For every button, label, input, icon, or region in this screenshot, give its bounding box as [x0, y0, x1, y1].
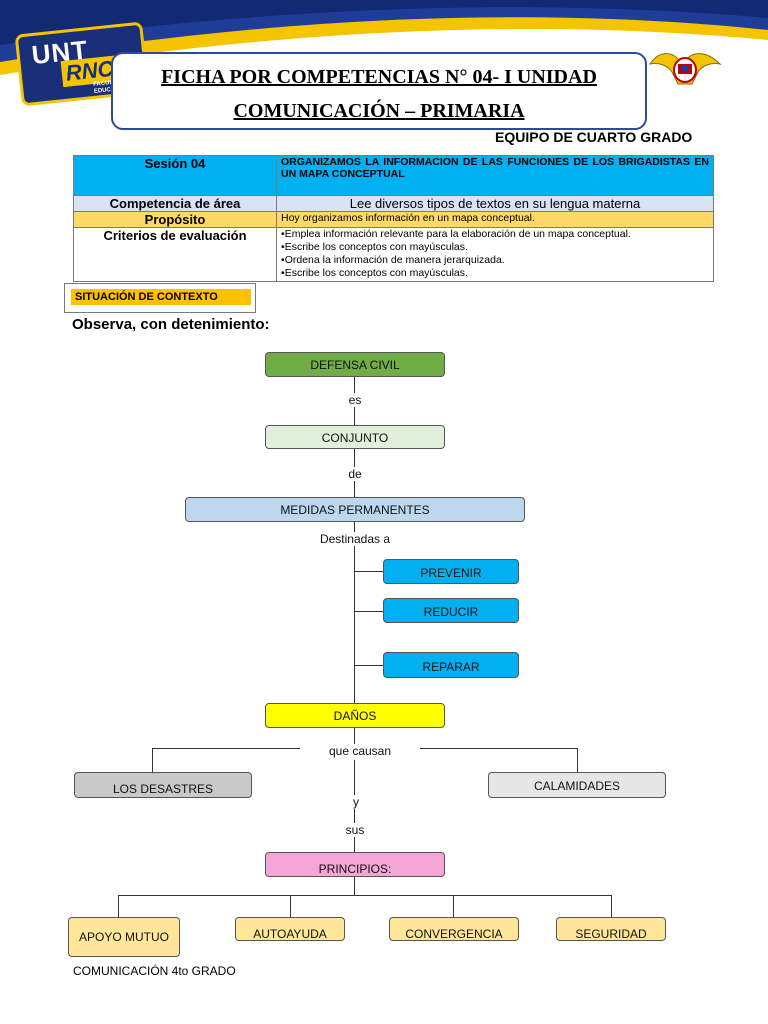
session-title: ORGANIZAMOS LA INFORMACION DE LAS FUNCIO… [276, 155, 714, 196]
link-sus: sus [338, 823, 372, 837]
node-reparar: REPARAR [383, 652, 519, 678]
link-destinadas: Destinadas a [300, 532, 410, 546]
list-item: Emplea información relevante para la ela… [281, 228, 709, 241]
node-prevenir: PREVENIR [383, 559, 519, 584]
node-principios: PRINCIPIOS: [265, 852, 445, 877]
connector-line [118, 895, 612, 896]
page-footer: COMUNICACIÓN 4to GRADO [73, 964, 236, 978]
purpose-label: Propósito [73, 211, 277, 228]
context-box: SITUACIÓN DE CONTEXTO [64, 283, 256, 313]
criteria-label: Criterios de evaluación [73, 227, 277, 282]
connector-line [354, 665, 384, 666]
node-convergencia: CONVERGENCIA [389, 917, 519, 941]
title-box: FICHA POR COMPETENCIAS N° 04- I UNIDAD C… [111, 52, 647, 130]
criteria-cell: Emplea información relevante para la ela… [276, 227, 714, 282]
connector-line [118, 895, 119, 917]
connector-line [453, 895, 454, 917]
connector-line [354, 571, 384, 572]
session-info-table: Sesión 04 ORGANIZAMOS LA INFORMACION DE … [73, 155, 714, 282]
node-los-desastres: LOS DESASTRES [74, 772, 252, 798]
connector-line [354, 876, 355, 896]
connector-line [354, 727, 355, 749]
competence-label: Competencia de área [73, 195, 277, 212]
observe-instruction: Observa, con detenimiento: [72, 316, 270, 333]
node-defensa-civil: DEFENSA CIVIL [265, 352, 445, 377]
node-conjunto: CONJUNTO [265, 425, 445, 449]
purpose-value: Hoy organizamos información en un mapa c… [276, 211, 714, 228]
connector-line [290, 895, 291, 917]
node-seguridad: SEGURIDAD [556, 917, 666, 941]
document-title: FICHA POR COMPETENCIAS N° 04- I UNIDAD [161, 66, 597, 88]
link-que-causan: que causan [300, 744, 420, 758]
header-banner [0, 0, 768, 75]
list-item: Ordena la información de manera jerarqui… [281, 254, 709, 267]
team-label: EQUIPO DE CUARTO GRADO [495, 129, 693, 145]
connector-line [577, 748, 578, 772]
node-calamidades: CALAMIDADES [488, 772, 666, 798]
criteria-list: Emplea información relevante para la ela… [281, 228, 709, 280]
document-subtitle: COMUNICACIÓN – PRIMARIA [233, 100, 525, 122]
connector-line [354, 522, 355, 704]
eagle-crest-icon [648, 53, 722, 85]
node-danos: DAÑOS [265, 703, 445, 728]
session-label: Sesión 04 [73, 155, 277, 196]
link-es: es [340, 393, 370, 407]
node-apoyo-mutuo: APOYO MUTUO [68, 917, 180, 957]
link-y: y [346, 795, 366, 809]
node-medidas-permanentes: MEDIDAS PERMANENTES [185, 497, 525, 522]
connector-line [152, 748, 153, 772]
node-reducir: REDUCIR [383, 598, 519, 623]
connector-line [611, 895, 612, 917]
competence-value: Lee diversos tipos de textos en su lengu… [276, 195, 714, 212]
context-label: SITUACIÓN DE CONTEXTO [71, 289, 251, 305]
banner-navy-swoosh [0, 0, 768, 45]
connector-line [354, 611, 384, 612]
node-autoayuda: AUTOAYUDA [235, 917, 345, 941]
link-de: de [340, 467, 370, 481]
list-item: Escribe los conceptos con mayúsculas. [281, 267, 709, 280]
list-item: Escribe los conceptos con mayúsculas. [281, 241, 709, 254]
